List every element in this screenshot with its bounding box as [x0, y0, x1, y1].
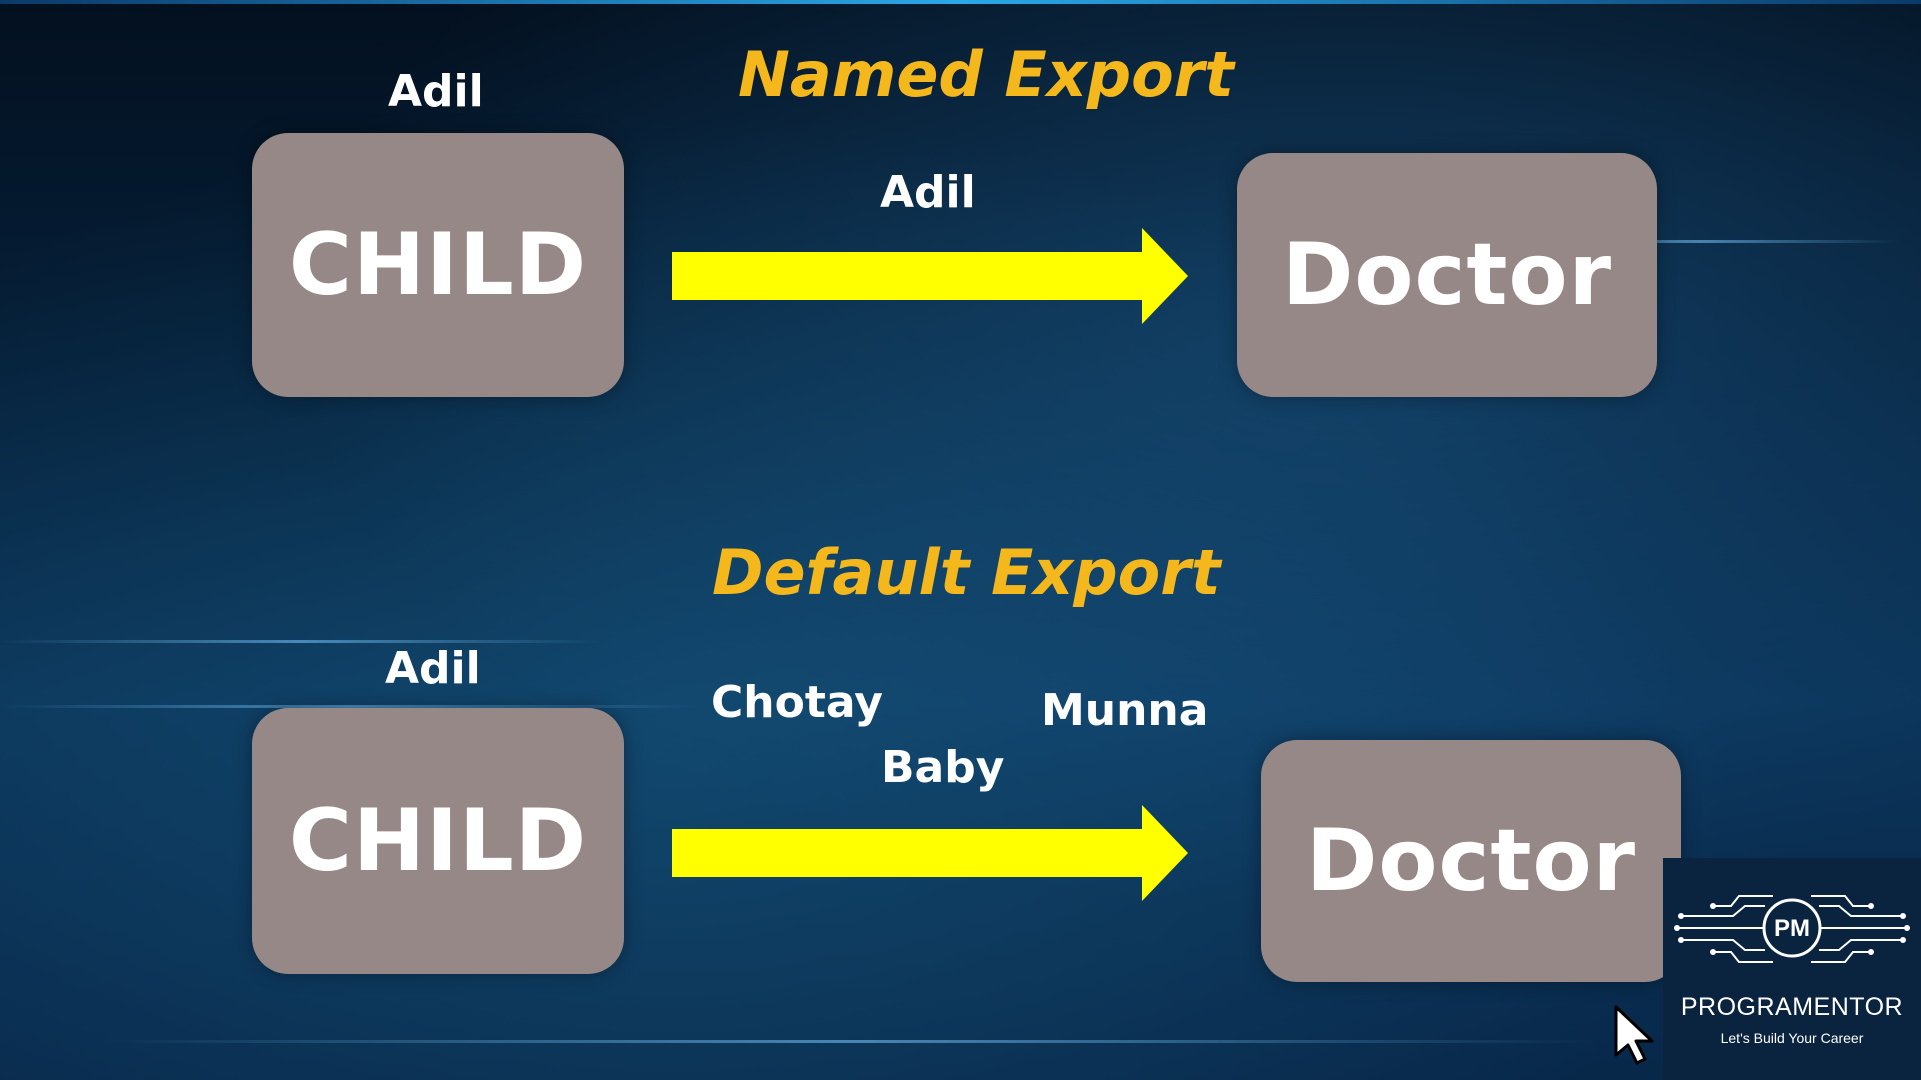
light-streak [0, 705, 700, 708]
light-streak [0, 0, 1921, 4]
named-child-text: CHILD [288, 215, 588, 315]
alias-label-munna: Munna [1041, 685, 1209, 736]
alias-label-baby: Baby [881, 742, 1005, 793]
default-source-label: Adil [385, 643, 481, 694]
default-child-text: CHILD [288, 791, 588, 891]
default-arrow [672, 805, 1188, 901]
light-streak [100, 1040, 1600, 1043]
default-export-title: Default Export [712, 536, 1221, 609]
named-doctor-box: Doctor [1237, 153, 1657, 397]
named-arrow [672, 228, 1188, 324]
brand-tagline: Let's Build Your Career [1720, 1030, 1864, 1046]
named-doctor-text: Doctor [1281, 225, 1613, 325]
circuit-logo-icon: PM [1674, 895, 1910, 963]
named-arrow-shape [672, 228, 1188, 324]
programentor-logo-panel: PM PROGRAMENTOR Let's Build Your Career [1663, 858, 1921, 1080]
default-child-box: CHILD [252, 708, 624, 974]
brand-name: PROGRAMENTOR [1680, 993, 1904, 1021]
light-streak [0, 640, 600, 643]
default-doctor-box: Doctor [1261, 740, 1681, 982]
default-arrow-shape [672, 805, 1188, 901]
logo-letters: PM [1774, 915, 1810, 942]
mouse-cursor-icon [1614, 1005, 1654, 1065]
named-arrow-label: Adil [880, 167, 976, 218]
light-streak [1500, 240, 1900, 243]
default-doctor-text: Doctor [1305, 811, 1637, 911]
named-child-box: CHILD [252, 133, 624, 397]
alias-label-chotay: Chotay [711, 677, 883, 728]
named-source-label: Adil [388, 66, 484, 117]
named-export-title: Named Export [738, 38, 1234, 111]
